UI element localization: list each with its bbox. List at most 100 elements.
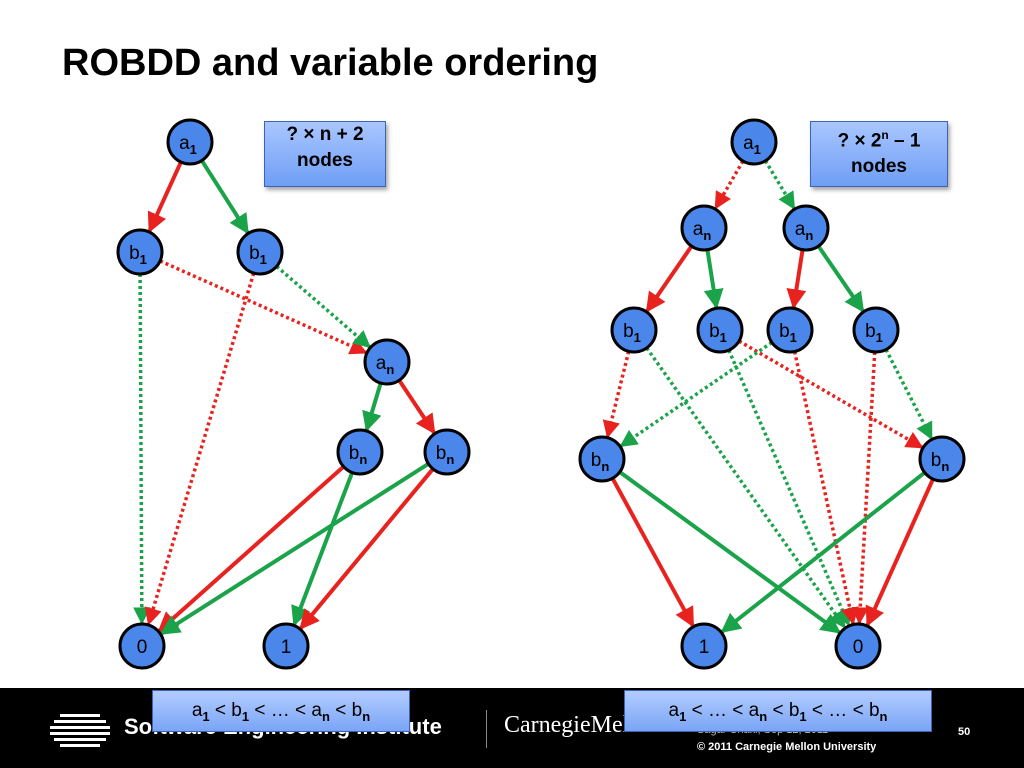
left-edge-bnl-to-z <box>157 465 345 633</box>
left-order-part-5: n <box>322 708 330 724</box>
bdd-diagrams: a1 b1 b1 an bn bn 0 1 a1 an an b1 b1 b1 b1 bn bn 1 0 <box>116 118 966 670</box>
right-edge-bnr-to-z <box>865 478 935 627</box>
right-node-bnr: bn <box>918 435 966 483</box>
left-edge-bnr-to-z <box>159 462 430 636</box>
left-bdd-nodes: a1 b1 b1 an bn bn 0 1 <box>116 118 471 670</box>
right-edge-a1-to-anl <box>714 160 745 210</box>
right-edge-anr-to-b1c <box>786 249 807 310</box>
node-circle <box>166 118 214 166</box>
right-bdd-edges <box>602 159 935 635</box>
left-order-part-6: < b <box>329 700 363 721</box>
node-label: bn <box>436 443 455 467</box>
right-order-part-5: 1 <box>799 708 807 724</box>
node-circle <box>680 622 728 670</box>
right-node-anl: an <box>680 204 728 252</box>
left-edge-b1l-to-an <box>159 259 368 355</box>
node-label: b1 <box>709 321 727 345</box>
node-circle <box>236 228 284 276</box>
left-node-b1r: b1 <box>236 228 284 276</box>
left-variable-ordering: a1 < b1 < … < an < bn <box>152 690 410 732</box>
left-edge-an-to-bnl <box>362 382 383 432</box>
right-node-b1c: b1 <box>766 306 814 354</box>
left-order-part-0: a <box>191 700 203 721</box>
node-label: 0 <box>137 637 148 658</box>
left-node-b1l: b1 <box>116 228 164 276</box>
left-node-o: 1 <box>262 622 310 670</box>
node-label: bn <box>931 450 950 474</box>
left-edge-b1r-to-an <box>275 265 371 349</box>
right-order-part-0: a <box>668 700 680 721</box>
left-bdd-edges <box>133 159 436 636</box>
node-circle <box>336 428 384 476</box>
right-node-o: 1 <box>680 622 728 670</box>
node-circle <box>118 622 166 670</box>
node-label: 1 <box>281 637 292 658</box>
node-label: b1 <box>865 321 883 345</box>
copyright: © 2011 Carnegie Mellon University <box>697 741 877 753</box>
node-circle <box>262 622 310 670</box>
right-order-part-3: n <box>759 708 768 724</box>
left-order-part-7: n <box>362 708 371 724</box>
node-circle <box>423 428 471 476</box>
right-edge-anl-to-b1b <box>703 249 724 310</box>
right-edge-b1b-to-z <box>727 349 851 627</box>
right-edge-bnl-to-o <box>610 477 695 628</box>
node-circle <box>116 228 164 276</box>
footer-divider <box>486 710 487 748</box>
right-node-bnl: bn <box>578 435 626 483</box>
node-circle <box>696 306 744 354</box>
left-edge-a1-to-b1l <box>147 161 183 233</box>
node-circle <box>782 204 830 252</box>
slide-title: ROBDD and variable ordering <box>62 42 599 84</box>
right-edge-b1b-to-bnr <box>738 339 924 449</box>
left-node-an: an <box>363 338 411 386</box>
right-edge-bnl-to-z <box>618 470 842 635</box>
node-label: a1 <box>179 133 197 157</box>
left-node-bnl: bn <box>336 428 384 476</box>
right-order-part-6: < … < b <box>806 700 880 721</box>
left-order-part-4: < … < a <box>249 700 322 721</box>
right-edge-b1d-to-bnr <box>884 348 934 441</box>
left-edge-bnl-to-o <box>291 471 355 627</box>
right-callout-text1: ? × 2 <box>837 130 882 152</box>
right-callout-line2: nodes <box>851 156 907 178</box>
left-order-part-1: 1 <box>202 708 210 724</box>
node-circle <box>834 622 882 670</box>
node-label: b1 <box>129 243 147 267</box>
right-variable-ordering: a1 < … < an < b1 < … < bn <box>624 690 932 732</box>
right-edge-anr-to-b1d <box>816 245 865 313</box>
right-edge-bnr-to-o <box>720 471 926 634</box>
left-order-part-2: < b <box>209 700 242 721</box>
node-circle <box>852 306 900 354</box>
node-circle <box>918 435 966 483</box>
node-circle <box>610 306 658 354</box>
right-node-b1a: b1 <box>610 306 658 354</box>
node-label: bn <box>349 443 368 467</box>
left-edge-bnr-to-o <box>299 467 435 630</box>
sei-logo-icon <box>50 714 110 747</box>
right-node-count-callout: ? × 2n – 1 nodes <box>810 121 948 187</box>
right-node-anr: an <box>782 204 830 252</box>
right-callout-exponent: n <box>881 128 889 142</box>
right-node-b1d: b1 <box>852 306 900 354</box>
left-node-a1: a1 <box>166 118 214 166</box>
node-circle <box>363 338 411 386</box>
right-edge-anl-to-b1a <box>645 245 694 313</box>
node-label: a1 <box>743 133 761 157</box>
node-label: 0 <box>853 637 864 658</box>
node-label: an <box>376 353 395 377</box>
node-label: 1 <box>699 637 710 658</box>
node-circle <box>730 118 778 166</box>
node-circle <box>680 204 728 252</box>
right-edge-b1d-to-z <box>851 351 877 625</box>
right-order-part-4: < b <box>767 700 800 721</box>
left-callout-line2: nodes <box>297 150 353 171</box>
node-circle <box>766 306 814 354</box>
right-order-part-1: 1 <box>679 708 687 724</box>
right-order-part-2: < … < a <box>686 700 760 721</box>
right-callout-text1b: – 1 <box>888 130 921 152</box>
page-number: 50 <box>958 726 971 738</box>
left-edge-b1l-to-z <box>133 273 151 625</box>
node-label: bn <box>591 450 610 474</box>
right-node-z: 0 <box>834 622 882 670</box>
